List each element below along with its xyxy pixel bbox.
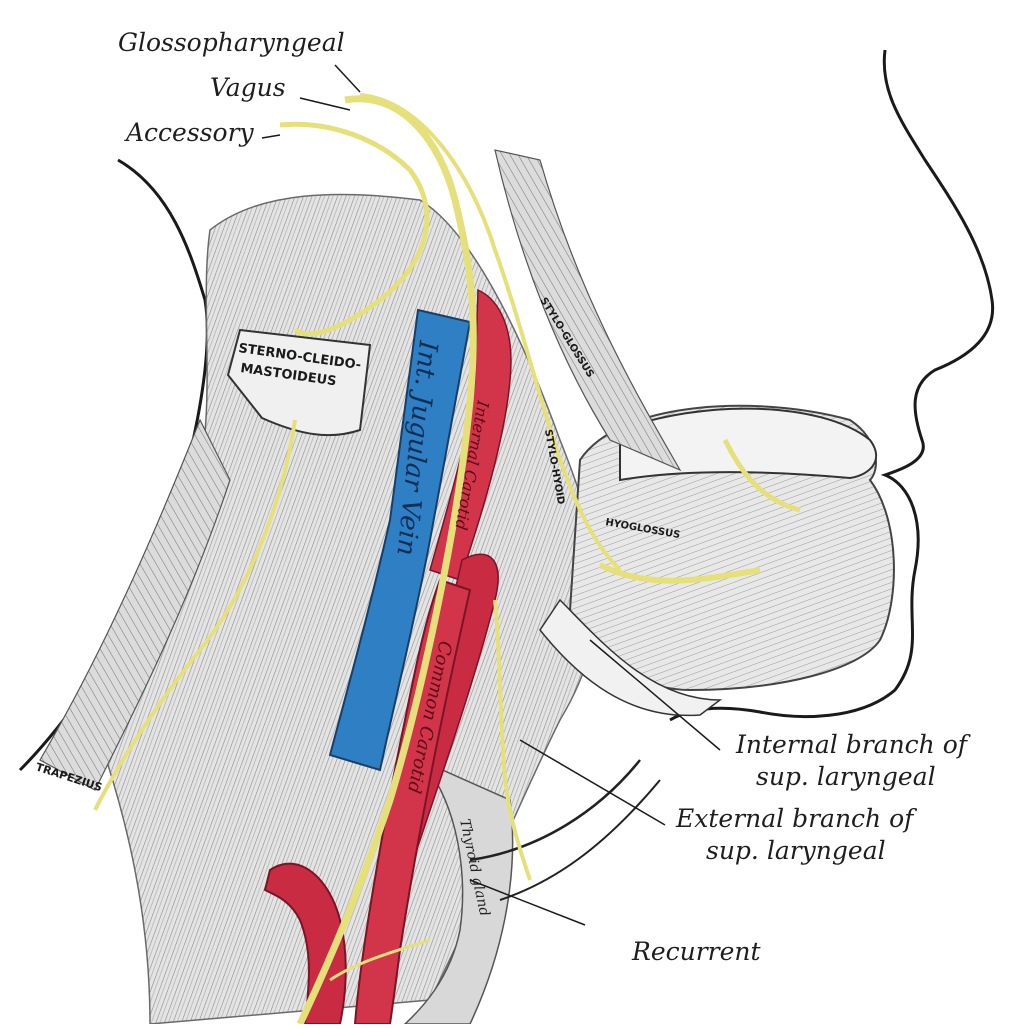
external-branch-label-2: sup. laryngeal (706, 836, 886, 865)
sup-laryngeal-nerve (493, 599, 532, 881)
accessory-nerve (279, 121, 430, 337)
vagus-nerve (296, 95, 477, 1026)
thyroid-cartilage (403, 759, 514, 1025)
mandible-outline (619, 407, 877, 482)
recurrent-laryngeal-nerve (329, 938, 431, 982)
internal-jugular-vein (328, 308, 472, 772)
vagus-pointer (299, 97, 351, 111)
hyoid-outline (539, 598, 723, 717)
styloglossus-band (494, 149, 682, 472)
larynx-outline (499, 779, 661, 901)
external-branch-label-1: External branch of (676, 804, 914, 833)
trapezius-muscle (39, 418, 231, 791)
internal-branch-label-2: sup. laryngeal (756, 762, 936, 791)
glossopharyngeal-pointer (334, 64, 361, 93)
vagus-label: Vagus (210, 73, 286, 102)
jaw-region (568, 404, 895, 692)
trachea-outline (469, 759, 641, 862)
external-branch-pointer (519, 739, 666, 826)
accessory-pointer (261, 134, 281, 139)
hypoglossal-nerve (598, 562, 761, 584)
sternocleidomastoid-tab (226, 328, 372, 437)
face-profile-outline (669, 49, 995, 722)
recurrent-label: Recurrent (632, 937, 761, 966)
internal-branch-pointer (589, 639, 721, 751)
accessory-label: Accessory (126, 118, 254, 147)
glossopharyngeal-nerve (359, 93, 622, 572)
internal-branch-label-1: Internal branch of (736, 730, 968, 759)
accessory-branch-nerve (93, 419, 297, 811)
recurrent-pointer (469, 879, 586, 926)
glossopharyngeal-label: Glossopharyngeal (118, 28, 345, 57)
lingual-nerve (722, 438, 801, 513)
